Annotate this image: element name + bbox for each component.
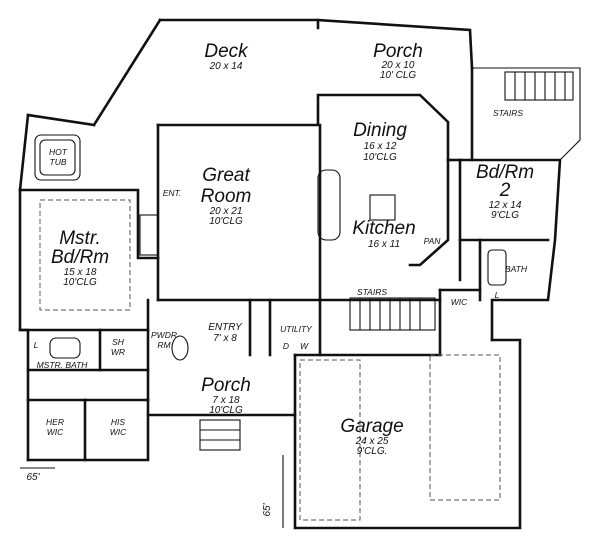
depth-dimension: 65' (262, 502, 273, 516)
washer-label: W (300, 341, 309, 351)
garage-size: 24 x 25 (355, 436, 389, 447)
great-room-name-1: Great (202, 165, 250, 186)
bedroom2-name-2: 2 (499, 180, 511, 201)
powder-room-label-1: PWDR (151, 330, 177, 340)
kitchen-size: 16 x 11 (368, 239, 400, 250)
his-wic-label-1: HIS (111, 417, 126, 427)
hot-tub-label-2: TUB (50, 157, 67, 167)
porch-front-name: Porch (201, 375, 251, 396)
ent-label: ENT. (163, 188, 182, 198)
her-wic-label-1: HER (46, 417, 64, 427)
shower-label-1: SH (112, 337, 125, 347)
bath-label: BATH (505, 264, 528, 274)
bedroom2-name-1: Bd/Rm (476, 162, 534, 183)
great-room-size: 20 x 21 (209, 206, 243, 217)
garage-ceiling: 9'CLG. (357, 446, 388, 457)
shower-label-2: WR (111, 347, 125, 357)
entry-name: ENTRY (208, 322, 243, 333)
deck-size: 20 x 14 (209, 61, 243, 72)
utility-label: UTILITY (280, 324, 313, 334)
stairs-top-label: STAIRS (493, 108, 523, 118)
great-room-ceiling: 10'CLG (209, 216, 243, 227)
interior-walls (18, 71, 574, 528)
dryer-label: D (283, 341, 289, 351)
porch-rear-name: Porch (373, 41, 423, 62)
bedroom2-size: 12 x 14 (489, 200, 522, 211)
exterior-walls (18, 18, 581, 530)
dining-ceiling: 10'CLG (363, 152, 397, 163)
width-dimension: 65' (26, 472, 40, 483)
porch-rear-ceiling: 10' CLG (380, 70, 417, 81)
entry-size: 7' x 8 (213, 333, 237, 344)
l-bath-label: L (495, 290, 500, 300)
great-room-name-2: Room (201, 186, 252, 207)
porch-rear-size: 20 x 10 (381, 60, 415, 71)
fixture-labels: HOT TUB ENT. STAIRS STAIRS PAN BATH WIC … (26, 108, 527, 517)
room-labels: Deck 20 x 14 Porch 20 x 10 10' CLG Great… (51, 41, 534, 457)
kitchen-name: Kitchen (352, 218, 415, 239)
master-bath-label: MSTR. BATH (37, 360, 89, 370)
hot-tub-label-1: HOT (49, 147, 68, 157)
his-wic-label-2: WIC (110, 427, 127, 437)
her-wic-label-2: WIC (47, 427, 64, 437)
master-size: 15 x 18 (64, 267, 97, 278)
master-name-2: Bd/Rm (51, 247, 109, 268)
l-master-label: L (34, 340, 39, 350)
porch-front-ceiling: 10'CLG (209, 405, 243, 416)
master-ceiling: 10'CLG (63, 277, 97, 288)
pan-label: PAN (424, 236, 442, 246)
dining-size: 16 x 12 (364, 141, 397, 152)
master-name-1: Mstr. (59, 228, 101, 249)
stairs-mid-label: STAIRS (357, 287, 387, 297)
wic-label: WIC (451, 297, 468, 307)
deck-name: Deck (204, 41, 249, 62)
garage-name: Garage (340, 416, 403, 437)
bedroom2-ceiling: 9'CLG (491, 210, 519, 221)
dining-name: Dining (353, 120, 407, 141)
powder-room-label-2: RM (157, 340, 171, 350)
porch-front-size: 7 x 18 (212, 395, 240, 406)
